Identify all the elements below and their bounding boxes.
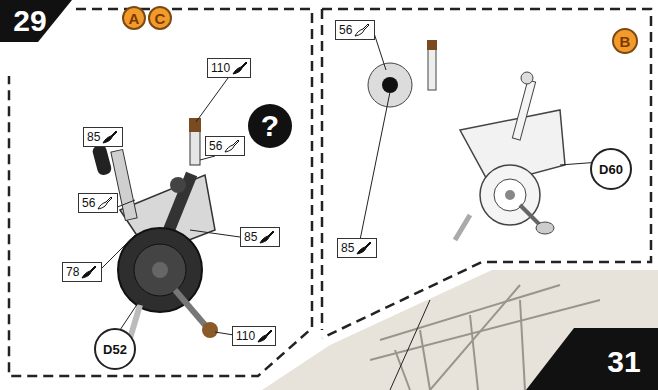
paint-callout: 56 (205, 136, 245, 156)
paint-callout: 85 (337, 238, 377, 258)
part-reference: D52 (94, 328, 136, 370)
paint-callout: 56 (335, 20, 375, 40)
brush-icon (81, 265, 97, 279)
paint-callout: 56 (78, 193, 118, 213)
paint-callout: 78 (62, 262, 102, 282)
brush-icon (259, 230, 275, 244)
step-number: 29 (4, 2, 56, 40)
brush-icon (224, 139, 240, 153)
step-number: 31 (598, 342, 650, 382)
part-reference: D60 (590, 148, 632, 190)
paint-callout-text: 78 (66, 265, 79, 279)
step-number-text: 31 (607, 345, 640, 379)
variant-badge: A (122, 6, 146, 30)
variant-badge-text: B (620, 33, 631, 50)
brush-icon (354, 23, 370, 37)
brush-icon (232, 61, 248, 75)
question-mark: ? (248, 104, 292, 148)
paint-callout: 110 (232, 326, 276, 346)
paint-callout-text: 56 (209, 139, 222, 153)
brush-icon (97, 196, 113, 210)
variant-badge-text: A (129, 10, 140, 27)
brush-icon (257, 329, 273, 343)
variant-badge-text: C (155, 10, 166, 27)
panel-border (9, 9, 651, 376)
paint-callout: 85 (83, 127, 123, 147)
variant-badge: B (612, 28, 638, 54)
paint-callout-text: 56 (339, 23, 352, 37)
leader-line (100, 30, 600, 390)
paint-callout-text: 85 (87, 130, 100, 144)
variant-badge: C (148, 6, 172, 30)
question-mark-text: ? (261, 109, 279, 143)
paint-callout-text: 85 (244, 230, 257, 244)
step-tab-bg (0, 0, 72, 42)
paint-callout-text: 110 (236, 329, 255, 343)
brush-icon (356, 241, 372, 255)
mechanism-right (368, 40, 565, 240)
paint-callout-text: 110 (211, 61, 230, 75)
part-reference-text: D60 (599, 162, 623, 177)
paint-callout-text: 56 (82, 196, 95, 210)
paint-callout: 110 (207, 58, 251, 78)
brush-icon (102, 130, 118, 144)
paint-callout-text: 85 (341, 241, 354, 255)
step-number-text: 29 (13, 4, 46, 38)
paint-callout: 85 (240, 227, 280, 247)
part-reference-text: D52 (103, 342, 127, 357)
step-tab-bg (526, 328, 658, 390)
